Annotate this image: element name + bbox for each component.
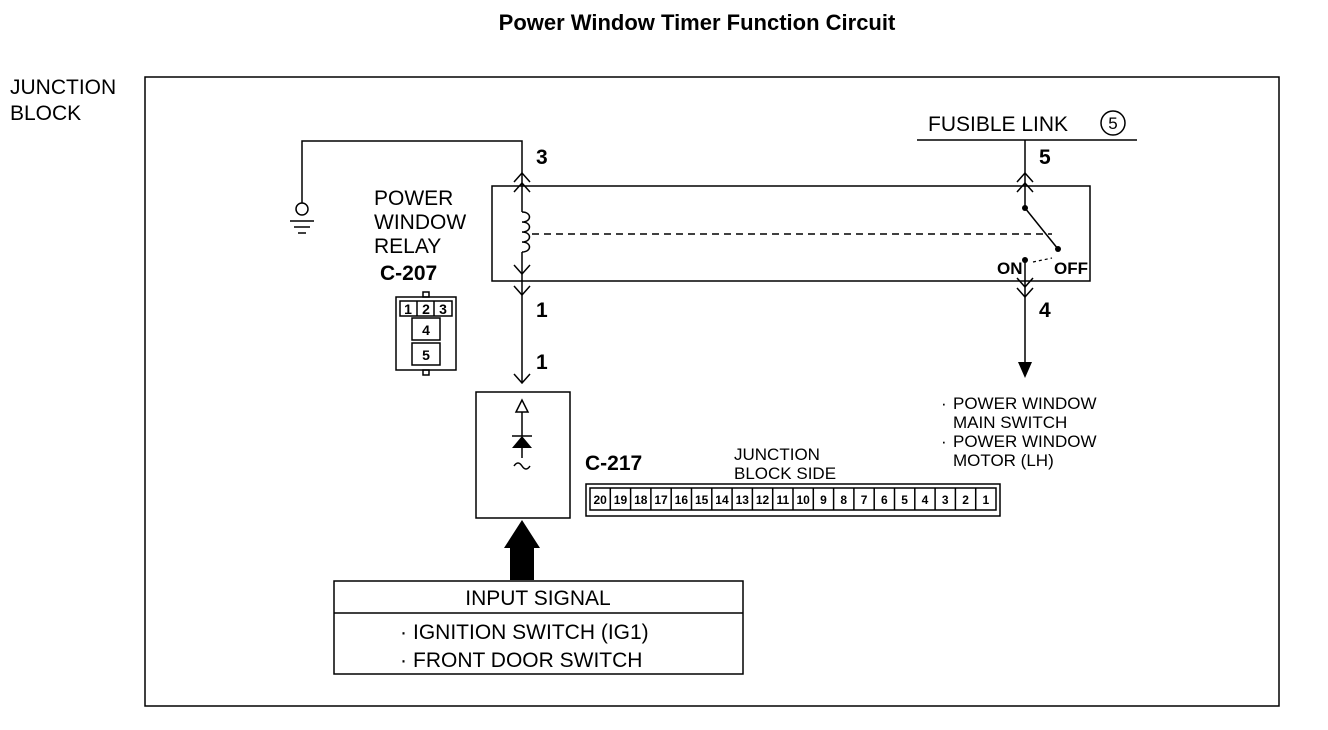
junction-connector-pin-9: 9 (820, 493, 827, 507)
junction-connector-pin-7: 7 (861, 493, 868, 507)
junction-block-label-line1: JUNCTION (10, 76, 116, 99)
ground-wire (301, 140, 523, 203)
output-line-3: POWER WINDOW (953, 432, 1097, 451)
junction-connector-pin-19: 19 (614, 493, 628, 507)
relay-pin-bottom: 1 (536, 299, 548, 322)
junction-connector-pin-3: 3 (942, 493, 949, 507)
input-signal-bullet: · (400, 621, 407, 644)
junction-connector-pin-11: 11 (777, 493, 790, 507)
diagram-title: Power Window Timer Function Circuit (499, 10, 896, 35)
junction-connector-pin-15: 15 (695, 493, 709, 507)
output-line-1: POWER WINDOW (953, 394, 1097, 413)
input-signal-box (333, 580, 744, 675)
junction-connector-side-line1: JUNCTION (734, 445, 820, 464)
junction-connector-pin-2: 2 (962, 493, 969, 507)
connector-arrow-icon (513, 264, 531, 385)
ecu-pin-input: 1 (536, 351, 548, 374)
output-arrow-icon (1018, 362, 1032, 378)
relay-switch-icon (1022, 205, 1061, 263)
fusible-link-number: 5 (1108, 114, 1117, 133)
relay-connector-cell-5: 5 (422, 347, 430, 363)
output-line-4: MOTOR (LH) (953, 451, 1054, 470)
switch-pin-bottom: 4 (1039, 299, 1051, 322)
junction-connector-pin-16: 16 (675, 493, 689, 507)
junction-connector-pin-5: 5 (901, 493, 908, 507)
timer-control-box (475, 391, 571, 519)
relay-label-line3: RELAY (374, 235, 441, 258)
switch-pin-top: 5 (1039, 146, 1051, 169)
relay-connector-cell-4: 4 (422, 322, 430, 338)
junction-connector-pin-6: 6 (881, 493, 888, 507)
junction-connector-pin-4: 4 (922, 493, 929, 507)
fusible-link-number-circle (1100, 110, 1126, 136)
junction-connector-pin-13: 13 (736, 493, 750, 507)
fusible-link-label: FUSIBLE LINK (928, 113, 1068, 136)
switch-off-label: OFF (1054, 259, 1088, 278)
junction-connector-pin-1: 1 (983, 493, 990, 507)
input-signal-bullet: · (400, 649, 407, 672)
input-signal-item-2: FRONT DOOR SWITCH (413, 649, 642, 672)
connector-arrow-icon (513, 171, 531, 193)
switch-on-label: ON (997, 259, 1023, 278)
input-signal-item-1: IGNITION SWITCH (IG1) (413, 621, 649, 644)
relay-connector-cell-2: 2 (422, 301, 430, 317)
junction-connector-pin-18: 18 (634, 493, 648, 507)
relay-pin-top: 3 (536, 146, 548, 169)
junction-connector-pin-10: 10 (796, 493, 810, 507)
junction-block-frame (144, 76, 1280, 707)
relay-label-line1: POWER (374, 187, 453, 210)
relay-box (491, 185, 1091, 282)
diode-icon (512, 398, 532, 470)
output-line-2: MAIN SWITCH (953, 413, 1067, 432)
junction-connector-pin-12: 12 (756, 493, 770, 507)
connector-arrow-icon (1016, 171, 1034, 193)
relay-connector-name: C-207 (380, 262, 437, 285)
input-signal-header: INPUT SIGNAL (465, 587, 610, 610)
junction-connector-pin-8: 8 (840, 493, 847, 507)
relay-connector-face (395, 291, 457, 376)
output-bullet: · (941, 394, 947, 413)
relay-coil-icon (521, 211, 531, 253)
connector-arrow-icon (1016, 277, 1034, 299)
input-arrow-icon (504, 520, 540, 580)
relay-connector-cell-1: 1 (404, 301, 412, 317)
junction-connector-pin-20: 20 (593, 493, 607, 507)
junction-connector-pin-14: 14 (715, 493, 729, 507)
ground-icon (290, 202, 314, 234)
relay-connector-cell-3: 3 (439, 301, 447, 317)
output-bullet: · (941, 432, 947, 451)
junction-block-label-line2: BLOCK (10, 102, 81, 125)
junction-connector-name: C-217 (585, 452, 642, 475)
junction-connector-pin-17: 17 (654, 493, 668, 507)
relay-label-line2: WINDOW (374, 211, 466, 234)
junction-connector-side-line2: BLOCK SIDE (734, 464, 836, 483)
